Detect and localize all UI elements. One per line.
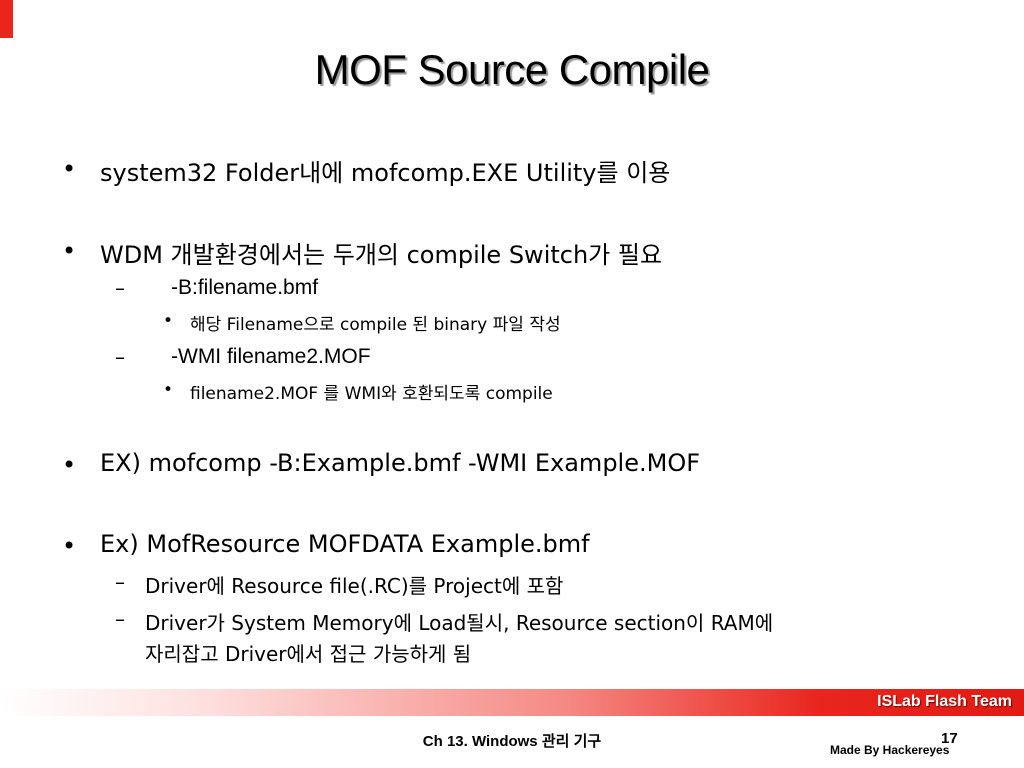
bullet-item: WDM 개발환경에서는 두개의 compile Switch가 필요 <box>100 241 663 269</box>
page-number: 17 <box>941 730 958 747</box>
sub-sub-item: 해당 Filename으로 compile 된 binary 파일 작성 <box>190 315 561 335</box>
dash-marker: – <box>115 607 125 631</box>
footer-team-label: ISLab Flash Team <box>877 693 1012 710</box>
dash-marker: – <box>115 345 125 369</box>
bullet-dot: • <box>62 237 77 265</box>
bullet-item: Ex) MofResource MOFDATA Example.bmf <box>100 530 590 558</box>
slide-title: MOF Source Compile <box>314 46 710 93</box>
bullet-dot: • <box>163 380 174 400</box>
bullet-item: EX) mofcomp -B:Example.bmf -WMI Example.… <box>100 449 701 477</box>
sub-item: Driver가 System Memory에 Load될시, Resource … <box>145 611 774 635</box>
sub-sub-item: filename2.MOF 를 WMI와 호환되도록 compile <box>190 384 553 404</box>
bullet-dot: • <box>163 311 174 331</box>
dash-marker: – <box>115 276 125 300</box>
bullet-item: system32 Folder내에 mofcomp.EXE Utility를 이… <box>100 159 671 187</box>
bullet-dot: • <box>62 155 77 183</box>
footer-author-label: Made By Hackereyes <box>830 743 950 757</box>
footer-gradient-bar <box>0 689 1024 716</box>
dash-marker: – <box>115 570 125 594</box>
sub-item-continuation: 자리잡고 Driver에서 접근 가능하게 됨 <box>145 642 472 666</box>
sub-item: -WMI filename2.MOF <box>171 345 371 368</box>
sub-item: -B:filename.bmf <box>171 276 319 299</box>
bullet-dot: • <box>62 451 77 479</box>
sub-item: Driver에 Resource file(.RC)를 Project에 포함 <box>145 574 564 598</box>
corner-accent-bar <box>0 0 13 38</box>
bullet-dot: • <box>62 532 77 560</box>
footer-chapter-label: Ch 13. Windows 관리 기구 <box>422 733 602 750</box>
